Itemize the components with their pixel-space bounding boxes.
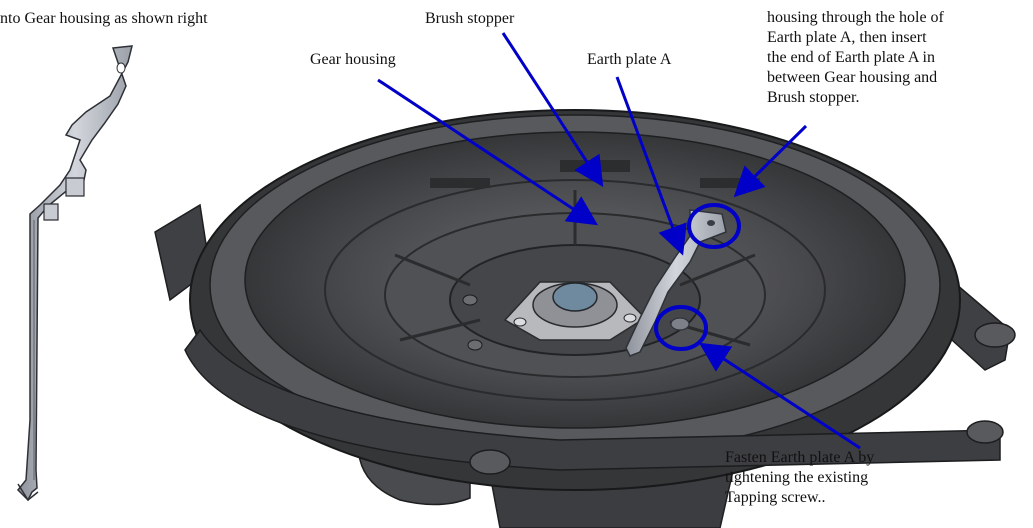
gear-housing-drawing bbox=[154, 109, 1016, 528]
leader-arrows bbox=[377, 32, 861, 450]
earth-plate-installed bbox=[625, 209, 727, 357]
insert-instruction-note: housing through the hole of Earth plate … bbox=[767, 9, 944, 106]
screw-highlight-circle bbox=[654, 305, 708, 351]
arrow-fasten-note bbox=[698, 342, 861, 450]
fasten-instruction-note: Fasten Earth plate A by tightening the e… bbox=[725, 449, 875, 506]
arrow-gear-housing bbox=[377, 78, 599, 226]
hole-highlight-circle bbox=[687, 203, 741, 249]
earth-plate-a-label: Earth plate A bbox=[587, 51, 672, 68]
arrow-brush-stopper bbox=[501, 32, 604, 188]
gear-housing-label: Gear housing bbox=[310, 51, 396, 68]
earth-plate-part-drawing bbox=[16, 45, 133, 502]
arrow-earth-plate-a bbox=[615, 76, 687, 256]
brush-stopper-label: Brush stopper bbox=[425, 10, 515, 27]
intro-text: nto Gear housing as shown right bbox=[0, 10, 208, 27]
arrow-insert-note bbox=[733, 124, 808, 198]
